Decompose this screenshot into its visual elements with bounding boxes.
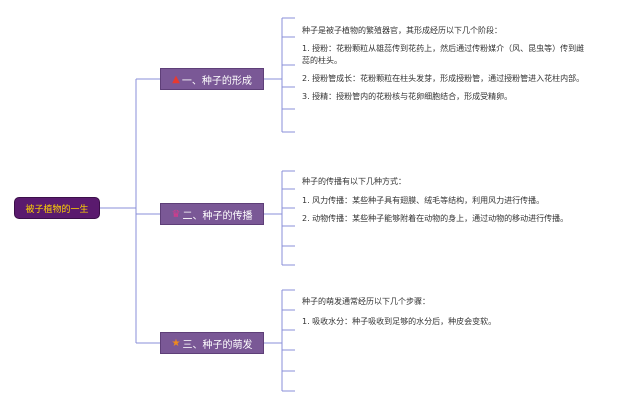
warning-icon: ▲ [172,73,180,85]
leaf-text: 3. 授精：授粉管内的花粉核与花卵细胞结合，形成受精卵。 [302,92,513,101]
leaf-text: 2. 动物传播：某些种子能够附着在动物的身上，通过动物的移动进行传播。 [302,214,569,223]
leaf-text: 1. 风力传播：某些种子具有翅膜、绒毛等结构，利用风力进行传播。 [302,196,545,205]
branch-seed-dispersal[interactable]: ♛ 二、种子的传播 [160,203,264,225]
leaf-text: 2. 授粉管成长：花粉颗粒在柱头发芽，形成授粉管，通过授粉管进入花柱内部。 [302,74,585,83]
root-node[interactable]: 被子植物的一生 [14,197,100,219]
leaf-text: 种子的传播有以下几种方式： [302,177,406,186]
leaf-text: 蕊的柱头。 [302,56,342,65]
leaf-text: 种子是被子植物的繁殖器官，其形成经历以下几个阶段： [302,26,502,35]
leaf-text: 1. 授粉：花粉颗粒从雄蕊传到花药上，然后通过传粉媒介（风、昆虫等）传到雌 [302,44,585,53]
branch-seed-germination[interactable]: ★ 三、种子的萌发 [160,332,264,354]
branch-label: 三、种子的萌发 [182,339,253,351]
branch-seed-formation[interactable]: ▲ 一、种子的形成 [160,68,264,90]
crown-icon: ♛ [171,208,181,220]
root-node-label: 被子植物的一生 [25,204,89,215]
leaf-text: 种子的萌发通常经历以下几个步骤： [302,297,430,306]
leaf-text: 1. 吸收水分：种子吸收到足够的水分后，种皮会变软。 [302,317,497,326]
branch-label: 一、种子的形成 [181,75,252,87]
star-icon: ★ [171,337,181,349]
branch-label: 二、种子的传播 [182,210,253,222]
